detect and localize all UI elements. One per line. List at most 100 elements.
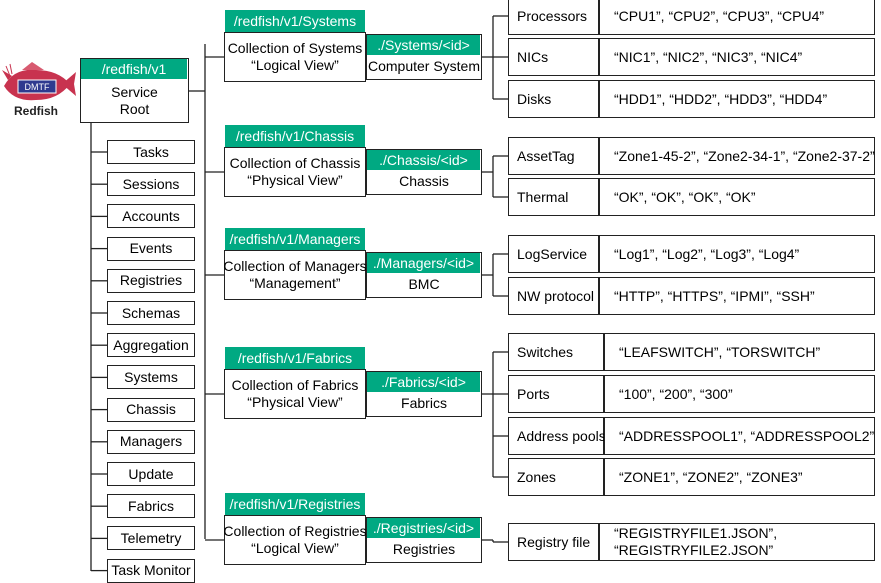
- collection-title: Collection of Chassis: [229, 155, 361, 171]
- root-item-chassis[interactable]: Chassis: [107, 397, 195, 422]
- root-item-label: Events: [129, 240, 173, 257]
- property-name: Ports: [517, 385, 550, 402]
- property-value: “REGISTRYFILE1.JSON”,: [614, 525, 778, 541]
- resource-id-path: ./Systems/<id>: [367, 35, 480, 55]
- property-name: Disks: [517, 90, 552, 107]
- property-values-3-2: “ADDRESSPOOL1”, “ADDRESSPOOL2”: [604, 417, 875, 455]
- root-item-label: Telemetry: [120, 529, 182, 546]
- property-name: Registry file: [517, 533, 591, 550]
- root-item-events[interactable]: Events: [107, 236, 195, 261]
- property-box-assettag[interactable]: AssetTag: [508, 137, 599, 175]
- root-item-label: Registries: [119, 272, 183, 289]
- logo-badge: DMTF: [25, 82, 50, 92]
- property-box-switches[interactable]: Switches: [508, 333, 604, 371]
- property-box-processors[interactable]: Processors: [508, 0, 599, 35]
- property-values-1-1: “OK”, “OK”, “OK”, “OK”: [599, 178, 875, 216]
- service-root-title-line1: Service: [111, 84, 158, 100]
- property-box-ports[interactable]: Ports: [508, 375, 604, 413]
- collection-path-3[interactable]: /redfish/v1/Fabrics: [225, 347, 365, 369]
- property-name: Zones: [517, 468, 556, 485]
- root-item-update[interactable]: Update: [107, 462, 195, 486]
- property-box-disks[interactable]: Disks: [508, 80, 599, 118]
- property-box-logservice[interactable]: LogService: [508, 235, 599, 273]
- resource-box-0[interactable]: ./Systems/<id> Computer System: [366, 34, 482, 80]
- root-item-label: Accounts: [122, 207, 180, 224]
- resource-name: Chassis: [399, 173, 449, 189]
- root-item-fabrics[interactable]: Fabrics: [107, 494, 195, 519]
- collection-path-1[interactable]: /redfish/v1/Chassis: [225, 125, 365, 147]
- resource-id-path: ./Fabrics/<id>: [367, 372, 480, 392]
- root-item-task-monitor[interactable]: Task Monitor: [107, 558, 195, 583]
- collection-path-2[interactable]: /redfish/v1/Managers: [225, 228, 365, 250]
- property-box-thermal[interactable]: Thermal: [508, 178, 599, 216]
- root-item-label: Aggregation: [113, 336, 189, 353]
- property-values-4-0: “REGISTRYFILE1.JSON”,“REGISTRYFILE2.JSON…: [599, 523, 875, 561]
- resource-name: Computer System: [367, 58, 481, 74]
- property-values-3-0: “LEAFSWITCH”, “TORSWITCH”: [604, 333, 875, 371]
- root-item-accounts[interactable]: Accounts: [107, 204, 195, 229]
- root-item-label: Sessions: [122, 175, 180, 192]
- collection-box-3[interactable]: Collection of Fabrics“Physical View”: [224, 369, 366, 419]
- root-item-registries[interactable]: Registries: [107, 268, 195, 293]
- property-name: Address pools: [517, 427, 606, 444]
- root-item-label: Tasks: [133, 143, 169, 160]
- property-values-3-3: “ZONE1”, “ZONE2”, “ZONE3”: [604, 458, 875, 496]
- resource-id-path: ./Managers/<id>: [367, 253, 480, 273]
- resource-box-3[interactable]: ./Fabrics/<id> Fabrics: [366, 371, 482, 417]
- property-value: “ADDRESSPOOL1”, “ADDRESSPOOL2”: [619, 427, 875, 444]
- resource-id-path: ./Chassis/<id>: [367, 150, 480, 170]
- collection-box-1[interactable]: Collection of Chassis“Physical View”: [224, 147, 366, 197]
- collection-title: Collection of Managers: [223, 258, 367, 274]
- root-item-telemetry[interactable]: Telemetry: [107, 526, 195, 551]
- property-box-registry-file[interactable]: Registry file: [508, 523, 599, 561]
- root-item-systems[interactable]: Systems: [107, 365, 195, 390]
- property-box-address-pools[interactable]: Address pools: [508, 417, 606, 455]
- property-values-0-2: “HDD1”, “HDD2”, “HDD3”, “HDD4”: [599, 80, 875, 118]
- property-value: “LEAFSWITCH”, “TORSWITCH”: [619, 343, 821, 360]
- resource-box-1[interactable]: ./Chassis/<id> Chassis: [366, 149, 482, 195]
- resource-id-path: ./Registries/<id>: [367, 518, 480, 538]
- root-item-tasks[interactable]: Tasks: [107, 140, 195, 164]
- collection-view: “Logical View”: [251, 540, 339, 556]
- collection-view: “Physical View”: [247, 172, 343, 188]
- resource-box-2[interactable]: ./Managers/<id> BMC: [366, 252, 482, 298]
- collection-path-4[interactable]: /redfish/v1/Registries: [225, 493, 365, 515]
- collection-path-0[interactable]: /redfish/v1/Systems: [225, 10, 365, 32]
- property-values-2-0: “Log1”, “Log2”, “Log3”, “Log4”: [599, 235, 875, 273]
- resource-name: Fabrics: [401, 395, 447, 411]
- property-value: “REGISTRYFILE2.JSON”: [614, 542, 774, 558]
- property-name: NW protocol: [517, 287, 595, 304]
- root-item-label: Task Monitor: [111, 562, 191, 579]
- collection-title: Collection of Systems: [227, 40, 363, 56]
- root-item-label: Managers: [119, 433, 183, 450]
- property-values-0-1: “NIC1”, “NIC2”, “NIC3”, “NIC4”: [599, 38, 875, 76]
- root-item-label: Chassis: [126, 401, 176, 418]
- property-box-zones[interactable]: Zones: [508, 458, 604, 496]
- property-values-2-1: “HTTP”, “HTTPS”, “IPMI”, “SSH”: [599, 277, 875, 315]
- service-root-title-line2: Root: [119, 101, 150, 117]
- property-name: NICs: [517, 48, 549, 65]
- root-item-label: Update: [128, 465, 174, 482]
- property-values-1-0: “Zone1-45-2”, “Zone2-34-1”, “Zone2-37-2”: [599, 137, 875, 175]
- root-item-sessions[interactable]: Sessions: [107, 172, 195, 197]
- property-values-3-1: “100”, “200”, “300”: [604, 375, 875, 413]
- root-item-schemas[interactable]: Schemas: [107, 301, 195, 325]
- collection-title: Collection of Fabrics: [231, 377, 359, 393]
- resource-box-4[interactable]: ./Registries/<id> Registries: [366, 517, 482, 563]
- root-item-aggregation[interactable]: Aggregation: [107, 333, 195, 358]
- collection-box-0[interactable]: Collection of Systems“Logical View”: [224, 32, 366, 82]
- redfish-fish-logo-icon: DMTF: [2, 62, 76, 101]
- resource-name: Registries: [392, 541, 456, 557]
- property-box-nics[interactable]: NICs: [508, 38, 599, 76]
- collection-box-2[interactable]: Collection of Managers“Management”: [223, 250, 367, 300]
- property-name: LogService: [517, 245, 588, 262]
- root-item-label: Schemas: [121, 304, 181, 321]
- property-box-nw-protocol[interactable]: NW protocol: [508, 277, 599, 315]
- resource-name: BMC: [408, 276, 440, 292]
- property-name: Processors: [517, 7, 588, 24]
- property-value: “Zone1-45-2”, “Zone2-34-1”, “Zone2-37-2”: [614, 147, 875, 164]
- service-root-path: /redfish/v1: [81, 59, 187, 79]
- collection-box-4[interactable]: Collection of Registries“Logical View”: [223, 515, 367, 565]
- root-item-managers[interactable]: Managers: [107, 429, 195, 454]
